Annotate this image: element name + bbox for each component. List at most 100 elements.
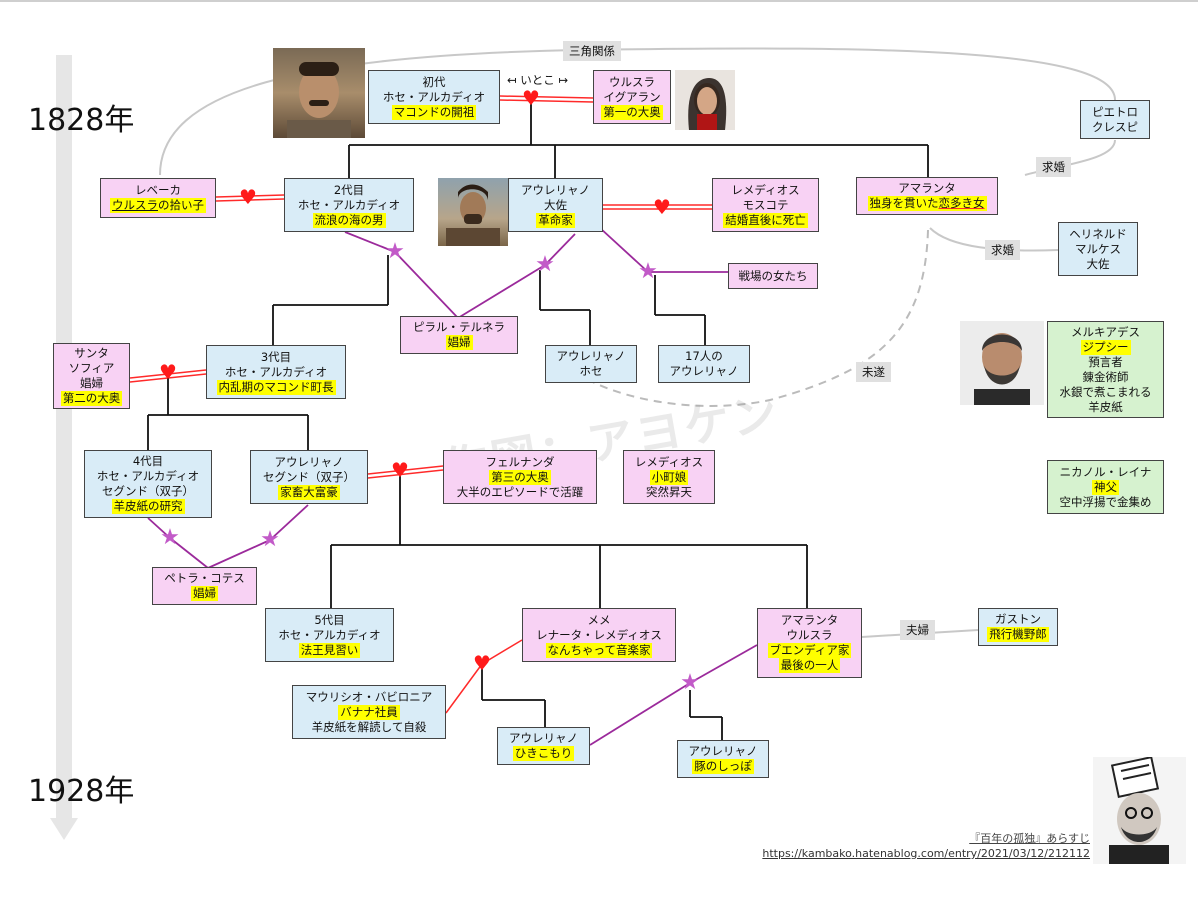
person-line: フェルナンダ — [485, 454, 555, 469]
person-jose-arcadio-1[interactable]: 初代 ホセ・アルカディオ マコンドの開祖 — [368, 70, 500, 124]
person-line: 大佐 — [544, 197, 567, 212]
credit-url[interactable]: https://kambako.hatenablog.com/entry/202… — [762, 847, 1090, 860]
person-gaston[interactable]: ガストン 飛行機野郎 — [978, 608, 1058, 646]
person-line: 錬金術師 — [1082, 369, 1129, 384]
person-remedios-moscote[interactable]: レメディオス モスコテ 結婚直後に死亡 — [712, 178, 819, 232]
person-line: ピエトロ — [1092, 104, 1138, 119]
person-meme[interactable]: メメ レナータ・レメディオス なんちゃって音楽家 — [522, 608, 676, 662]
person-jose-arcadio-2[interactable]: 2代目 ホセ・アルカディオ 流浪の海の男 — [284, 178, 414, 232]
portrait-jose-arcadio-photo — [273, 48, 365, 138]
person-line: サンタ — [74, 346, 109, 360]
year-start: 1828年 — [28, 103, 135, 138]
person-rebeca[interactable]: レベーカ ウルスラの拾い子 — [100, 178, 216, 218]
person-line: ホセ・アルカディオ — [297, 197, 401, 212]
person-line: ウルスラ — [609, 74, 655, 89]
person-line: 娼婦 — [80, 376, 103, 390]
person-line: ピラル・テルネラ — [413, 320, 505, 334]
person-amaranta-ursula[interactable]: アマランタ ウルスラ ブエンディア家 最後の一人 — [757, 608, 862, 678]
person-highlight: 法王見習い — [298, 642, 361, 658]
person-line: 空中浮揚で金集め — [1059, 494, 1152, 509]
person-highlight: 結婚直後に死亡 — [723, 212, 808, 228]
star-icon: ★ — [160, 525, 180, 550]
relation-cousins-label: ↤ いとこ ↦ — [507, 73, 569, 87]
person-highlight: 革命家 — [536, 212, 575, 228]
person-highlight: 家畜大富豪 — [278, 484, 340, 500]
person-mauricio[interactable]: マウリシオ・バビロニア バナナ社員 羊皮紙を解読して自殺 — [292, 685, 446, 739]
person-line: 戦場の女たち — [738, 268, 808, 283]
person-line: イグアラン — [603, 89, 661, 104]
person-petra[interactable]: ペトラ・コテス 娼婦 — [152, 567, 257, 605]
person-aureliano-pigtail[interactable]: アウレリャノ 豚のしっぽ — [677, 740, 769, 778]
person-line: 羊皮紙 — [1088, 399, 1123, 414]
relation-couple-tag: 夫婦 — [900, 620, 935, 640]
relation-unfulfilled-tag: 未遂 — [856, 362, 891, 382]
person-line: ソフィア — [68, 361, 115, 375]
person-highlight: ひきこもり — [512, 746, 575, 761]
person-line: ペトラ・コテス — [164, 571, 245, 585]
person-highlight: なんちゃって音楽家 — [545, 642, 653, 658]
person-line: レメディオス — [731, 182, 800, 197]
person-remedios-beauty[interactable]: レメディオス 小町娘 突然昇天 — [623, 450, 715, 504]
person-highlight: 第一の大奥 — [601, 104, 663, 120]
person-highlight: 第三の大奥 — [489, 469, 551, 485]
credit-title: 『百年の孤独』あらすじ — [969, 832, 1090, 845]
heart-icon: ♥ — [473, 651, 491, 675]
star-icon: ★ — [260, 527, 280, 552]
person-line: レメディオス — [634, 454, 704, 469]
person-herinerdo[interactable]: ヘリネルド マルケス 大佐 — [1058, 222, 1138, 276]
person-highlight: バナナ社員 — [338, 704, 400, 720]
person-line: 大半のエピソードで活躍 — [456, 484, 584, 499]
person-jose-arcadio-segundo[interactable]: 4代目 ホセ・アルカディオ セグンド（双子） 羊皮紙の研究 — [84, 450, 212, 518]
person-jose-arcadio-5[interactable]: 5代目 ホセ・アルカディオ 法王見習い — [265, 608, 394, 662]
person-line: クレスピ — [1092, 119, 1138, 134]
person-line: 2代目 — [333, 182, 365, 197]
person-line: 初代 — [422, 74, 446, 89]
person-santa-sofia[interactable]: サンタ ソフィア 娼婦 第二の大奥 — [53, 343, 130, 409]
person-line: ヘリネルド — [1069, 226, 1127, 241]
person-highlight-underlined: 恋多き女 — [938, 196, 985, 210]
person-aureliano-hermit[interactable]: アウレリャノ ひきこもり — [497, 727, 590, 765]
person-aureliano-colonel[interactable]: アウレリャノ 大佐 革命家 — [508, 178, 603, 232]
person-seventeen-aurelianos[interactable]: 17人の アウレリャノ — [658, 345, 750, 383]
person-line: 突然昇天 — [646, 484, 692, 499]
person-amaranta[interactable]: アマランタ 独身を貫いた恋多き女 — [856, 177, 998, 215]
person-highlight: ジプシー — [1080, 339, 1131, 355]
person-line: 3代目 — [260, 349, 292, 364]
person-fernanda[interactable]: フェルナンダ 第三の大奥 大半のエピソードで活躍 — [443, 450, 597, 504]
person-pietro[interactable]: ピエトロ クレスピ — [1080, 100, 1150, 139]
person-aureliano-segundo[interactable]: アウレリャノ セグンド（双子） 家畜大富豪 — [250, 450, 368, 504]
person-line: アウレリャノ — [688, 744, 758, 758]
person-line: セグンド（双子） — [263, 469, 355, 484]
person-highlight: マコンドの開祖 — [391, 104, 477, 120]
person-ursula[interactable]: ウルスラ イグアラン 第一の大奥 — [593, 70, 671, 124]
person-aureliano-jose[interactable]: アウレリャノ ホセ — [545, 345, 637, 383]
person-highlight: 最後の一人 — [778, 658, 841, 673]
person-highlight: 豚のしっぽ — [692, 759, 754, 774]
person-line: アウレリャノ — [521, 182, 590, 197]
person-line: マルケス — [1075, 241, 1121, 256]
person-battlefield-women[interactable]: 戦場の女たち — [728, 263, 818, 289]
person-highlight: 神父 — [1092, 479, 1119, 495]
person-melquiades[interactable]: メルキアデス ジプシー 預言者 錬金術師 水銀で煮こまれる 羊皮紙 — [1047, 321, 1164, 418]
person-line: ニカノル・レイナ — [1059, 464, 1152, 479]
person-line: 大佐 — [1086, 256, 1110, 271]
relation-triangle-tag: 三角関係 — [563, 41, 621, 61]
person-arcadio-3[interactable]: 3代目 ホセ・アルカディオ 内乱期のマコンド町長 — [206, 345, 346, 399]
person-line: アマランタ — [898, 181, 956, 195]
star-icon: ★ — [535, 252, 555, 277]
person-line: メルキアデス — [1071, 324, 1140, 339]
heart-icon: ♥ — [239, 185, 257, 209]
person-line: ホセ — [579, 364, 603, 378]
person-line: アウレリャノ — [274, 454, 344, 469]
person-pilar[interactable]: ピラル・テルネラ 娼婦 — [400, 316, 518, 354]
person-nicanor[interactable]: ニカノル・レイナ 神父 空中浮揚で金集め — [1047, 460, 1164, 514]
person-line: ホセ・アルカディオ — [96, 469, 200, 483]
person-line: ガストン — [995, 612, 1041, 626]
person-highlight: 羊皮紙の研究 — [111, 499, 185, 514]
person-line: メメ — [587, 612, 611, 627]
person-line: モスコテ — [742, 197, 789, 212]
person-line: 預言者 — [1088, 354, 1123, 369]
person-line: 5代目 — [314, 612, 345, 627]
top-border — [0, 0, 1198, 2]
